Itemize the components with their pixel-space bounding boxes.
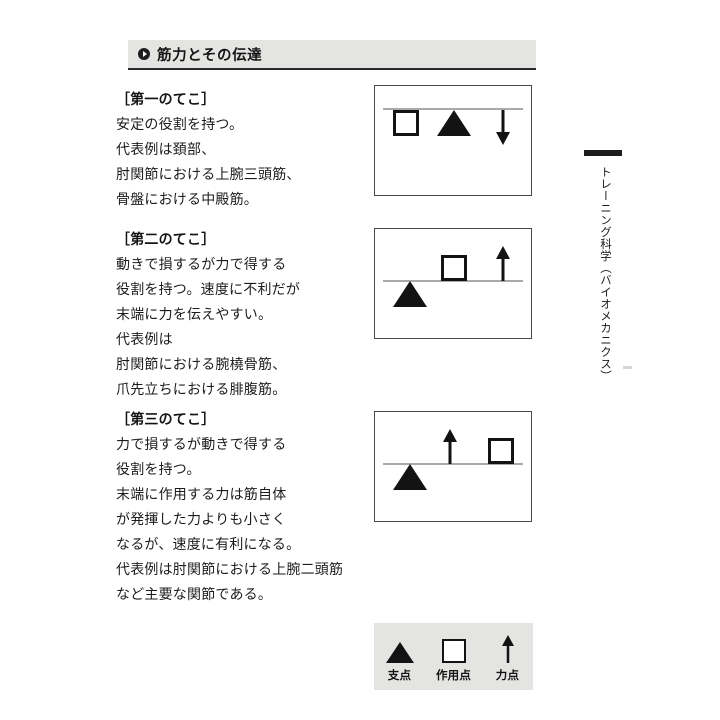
section-line: なるが、速度に有利になる。 bbox=[116, 537, 301, 553]
fulcrum-triangle-icon bbox=[385, 633, 414, 663]
legend-label: 支点 bbox=[387, 668, 412, 682]
fulcrum-triangle-icon bbox=[393, 464, 427, 490]
section-line: 代表例は頚部、 bbox=[116, 142, 216, 158]
load-square-icon bbox=[441, 255, 467, 281]
section-line: 役割を持つ。 bbox=[116, 462, 201, 478]
section-title: ［第一のてこ］ bbox=[116, 92, 216, 108]
section-line: 安定の役割を持つ。 bbox=[116, 117, 244, 133]
section-line: 末端に作用する力は筋自体 bbox=[116, 487, 287, 503]
section-line: が発揮した力よりも小さく bbox=[116, 512, 287, 528]
section-line: など主要な関節である。 bbox=[116, 587, 273, 603]
header-underline bbox=[128, 68, 536, 70]
section-line: 代表例は肘関節における上腕二頭筋 bbox=[116, 562, 344, 578]
legend-label: 力点 bbox=[495, 668, 520, 682]
fulcrum-triangle-icon bbox=[437, 110, 471, 136]
force-arrow-down-icon bbox=[494, 110, 512, 146]
section-line: 役割を持つ。速度に不利だが bbox=[116, 282, 301, 298]
section-line: 力で損するが動きで得する bbox=[116, 437, 287, 453]
diagram-second-class-lever bbox=[374, 228, 532, 339]
diagram-third-class-lever bbox=[374, 411, 532, 522]
section-line: 肘関節における腕橈骨筋、 bbox=[116, 357, 287, 373]
side-tick-mark bbox=[623, 366, 632, 369]
lever-beam bbox=[383, 280, 523, 282]
page-title: 筋力とその伝達 bbox=[157, 47, 263, 64]
legend-box: 支点 作用点 力点 bbox=[374, 623, 533, 690]
section-title: ［第二のてこ］ bbox=[116, 232, 216, 248]
force-arrow-up-icon bbox=[494, 245, 512, 281]
force-arrow-up-icon bbox=[441, 428, 459, 464]
section-line: 骨盤における中殿筋。 bbox=[116, 192, 258, 208]
lever-beam bbox=[383, 108, 523, 110]
fulcrum-triangle-icon bbox=[393, 281, 427, 307]
lever-section-first: ［第一のてこ］ 安定の役割を持つ。 代表例は頚部、 肘関節における上腕三頭筋、 … bbox=[116, 88, 366, 213]
lever-beam bbox=[383, 463, 523, 465]
load-square-icon bbox=[441, 633, 466, 663]
play-circle-icon bbox=[138, 48, 150, 60]
legend-item-force: 力点 bbox=[488, 633, 528, 683]
section-title: ［第三のてこ］ bbox=[116, 412, 216, 428]
diagram-first-class-lever bbox=[374, 85, 532, 196]
lever-section-third: ［第三のてこ］ 力で損するが動きで得する 役割を持つ。 末端に作用する力は筋自体… bbox=[116, 408, 366, 608]
section-line: 動きで損するが力で得する bbox=[116, 257, 287, 273]
legend-item-load: 作用点 bbox=[434, 633, 474, 683]
side-tab-label: トレーニング科学（バイオメカニクス） bbox=[599, 166, 613, 382]
lever-section-second: ［第二のてこ］ 動きで損するが力で得する 役割を持つ。速度に不利だが 末端に力を… bbox=[116, 228, 366, 403]
section-line: 代表例は bbox=[116, 332, 173, 348]
section-header: 筋力とその伝達 bbox=[128, 40, 536, 68]
force-arrow-up-icon bbox=[500, 633, 516, 663]
load-square-icon bbox=[488, 438, 514, 464]
section-line: 肘関節における上腕三頭筋、 bbox=[116, 167, 301, 183]
side-tab-marker bbox=[584, 150, 622, 156]
load-square-icon bbox=[393, 110, 419, 136]
legend-item-fulcrum: 支点 bbox=[380, 633, 420, 683]
legend-label: 作用点 bbox=[435, 668, 472, 682]
section-line: 爪先立ちにおける腓腹筋。 bbox=[116, 382, 287, 398]
section-line: 末端に力を伝えやすい。 bbox=[116, 307, 273, 323]
